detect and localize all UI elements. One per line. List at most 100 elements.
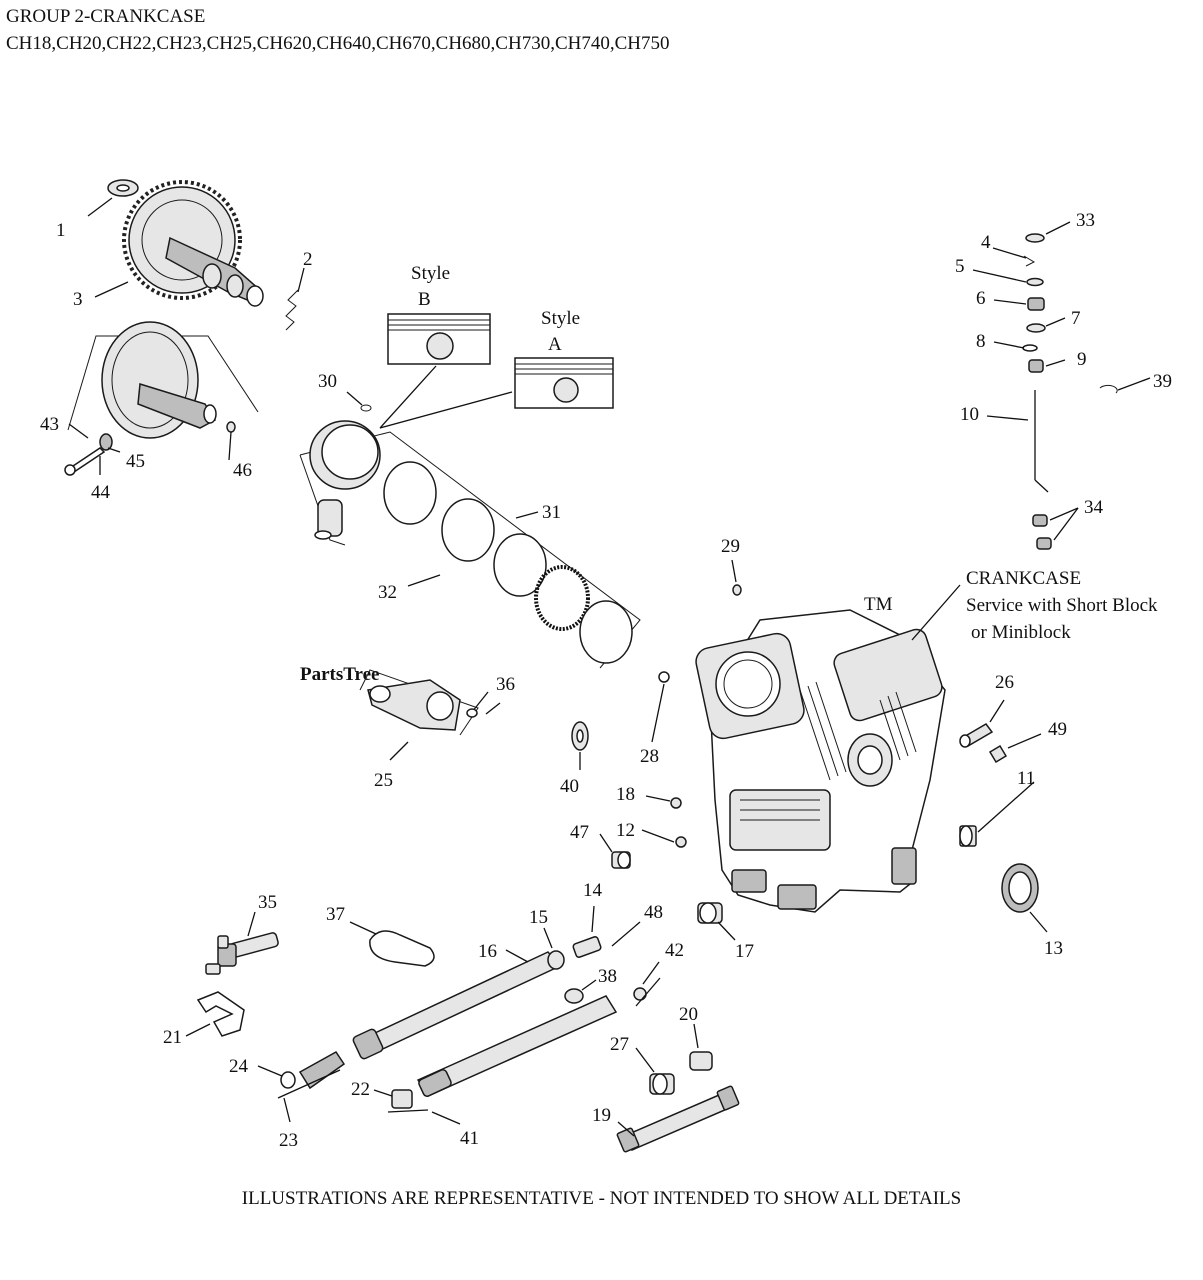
callout-49[interactable]: 49: [1048, 719, 1067, 740]
callout-1[interactable]: 1: [56, 220, 66, 241]
part-46-ball[interactable]: [226, 421, 236, 433]
callout-8[interactable]: 8: [976, 331, 986, 352]
callout-12[interactable]: 12: [616, 820, 635, 841]
callout-5[interactable]: 5: [955, 256, 965, 277]
part-26-fitting[interactable]: [959, 723, 994, 748]
callout-34[interactable]: 34: [1084, 497, 1104, 518]
part-24-connector[interactable]: [280, 1051, 346, 1090]
part-7-seal[interactable]: [1026, 323, 1046, 333]
crankcase-service-line: Service with Short Block: [966, 595, 1158, 616]
callout-13[interactable]: 13: [1044, 938, 1063, 959]
part-28-dowel[interactable]: [658, 671, 670, 683]
callout-10[interactable]: 10: [960, 404, 979, 425]
callout-32[interactable]: 32: [378, 582, 397, 603]
callout-20[interactable]: 20: [679, 1004, 698, 1025]
part-22-plug[interactable]: [391, 1089, 413, 1109]
callout-23[interactable]: 23: [279, 1130, 298, 1151]
part-37-gasket[interactable]: [369, 930, 435, 967]
part-40-washer[interactable]: [571, 721, 589, 751]
callout-35[interactable]: 35: [258, 892, 277, 913]
callout-27[interactable]: 27: [610, 1034, 629, 1055]
callout-25[interactable]: 25: [374, 770, 393, 791]
part-25-connecting-rod[interactable]: [359, 669, 479, 736]
callout-7[interactable]: 7: [1071, 308, 1081, 329]
callout-4[interactable]: 4: [981, 232, 991, 253]
part-14-fitting[interactable]: [572, 936, 602, 958]
piston-style-b[interactable]: [387, 313, 491, 365]
callout-47[interactable]: 47: [570, 822, 589, 843]
part-29-plug[interactable]: [732, 584, 742, 596]
crankcase-block[interactable]: [693, 609, 946, 913]
callout-6[interactable]: 6: [976, 288, 986, 309]
callout-16[interactable]: 16: [478, 941, 497, 962]
part-12-plug[interactable]: [675, 836, 687, 848]
part-38-clamp[interactable]: [564, 988, 584, 1004]
callout-43[interactable]: 43: [40, 414, 59, 435]
callout-33[interactable]: 33: [1076, 210, 1095, 231]
part-36-rod-bolt[interactable]: [466, 691, 489, 718]
part-20-coupling[interactable]: [689, 1051, 713, 1071]
callout-26[interactable]: 26: [995, 672, 1014, 693]
part-33-retainer[interactable]: [1025, 233, 1045, 243]
callout-39[interactable]: 39: [1153, 371, 1172, 392]
part-3-camshaft-gear[interactable]: [122, 180, 264, 307]
callout-9[interactable]: 9: [1077, 349, 1087, 370]
watermark-trademark: TM: [864, 594, 893, 615]
part-47-bushing[interactable]: [611, 851, 631, 869]
part-44-45-pin-spring[interactable]: [64, 433, 113, 476]
part-27-coupling[interactable]: [649, 1073, 675, 1095]
part-39-clip[interactable]: [1099, 384, 1118, 394]
part-34-seals[interactable]: [1032, 514, 1052, 550]
callout-40[interactable]: 40: [560, 776, 579, 797]
callout-17[interactable]: 17: [735, 941, 754, 962]
part-31-piston-rings[interactable]: [383, 461, 633, 664]
part-17-sleeve[interactable]: [697, 902, 723, 924]
part-30-retainer-clip[interactable]: [360, 404, 372, 412]
callout-29[interactable]: 29: [721, 536, 740, 557]
part-49-cap[interactable]: [988, 744, 1008, 764]
callout-31[interactable]: 31: [542, 502, 561, 523]
callout-37[interactable]: 37: [326, 904, 345, 925]
part-42-clamp[interactable]: [633, 987, 647, 1001]
callout-38[interactable]: 38: [598, 966, 617, 987]
callout-3[interactable]: 3: [73, 289, 83, 310]
callout-44[interactable]: 44: [91, 482, 111, 503]
callout-21[interactable]: 21: [163, 1027, 182, 1048]
part-43-governor-assembly[interactable]: [67, 321, 259, 439]
callout-28[interactable]: 28: [640, 746, 659, 767]
part-21-bracket[interactable]: [196, 991, 245, 1037]
part-19-pipe-nipple[interactable]: [616, 1085, 740, 1153]
callout-22[interactable]: 22: [351, 1079, 370, 1100]
part-4-keeper[interactable]: [1023, 255, 1036, 267]
callout-2[interactable]: 2: [303, 249, 313, 270]
part-9-guide[interactable]: [1028, 359, 1044, 373]
part-13-oil-seal[interactable]: [1001, 863, 1039, 913]
part-2-pin[interactable]: [285, 289, 299, 331]
callout-36[interactable]: 36: [496, 674, 515, 695]
callout-41[interactable]: 41: [460, 1128, 479, 1149]
callout-30[interactable]: 30: [318, 371, 337, 392]
callout-15[interactable]: 15: [529, 907, 548, 928]
callout-19[interactable]: 19: [592, 1105, 611, 1126]
part-8-washer[interactable]: [1022, 344, 1038, 352]
part-1-washer[interactable]: [107, 179, 139, 197]
part-5-washer[interactable]: [1026, 277, 1044, 287]
part-11-drain-plug[interactable]: [959, 825, 977, 847]
callout-14[interactable]: 14: [583, 880, 603, 901]
callout-45[interactable]: 45: [126, 451, 145, 472]
part-15-clamp[interactable]: [547, 950, 565, 970]
callout-11[interactable]: 11: [1017, 768, 1035, 789]
part-41-hose[interactable]: [416, 995, 618, 1097]
callout-24[interactable]: 24: [229, 1056, 249, 1077]
piston-style-a[interactable]: [514, 357, 614, 409]
part-35-drain-valve[interactable]: [205, 932, 279, 975]
callout-46[interactable]: 46: [233, 460, 252, 481]
part-6-seal[interactable]: [1027, 297, 1045, 311]
crankcase-miniblock-line: or Miniblock: [971, 622, 1071, 643]
callout-18[interactable]: 18: [616, 784, 635, 805]
callout-42[interactable]: 42: [665, 940, 684, 961]
part-18-plug[interactable]: [670, 797, 682, 809]
part-10-dipstick-tube[interactable]: [1034, 390, 1049, 493]
callout-48[interactable]: 48: [644, 902, 663, 923]
watermark-text: PartsTree: [300, 664, 379, 685]
